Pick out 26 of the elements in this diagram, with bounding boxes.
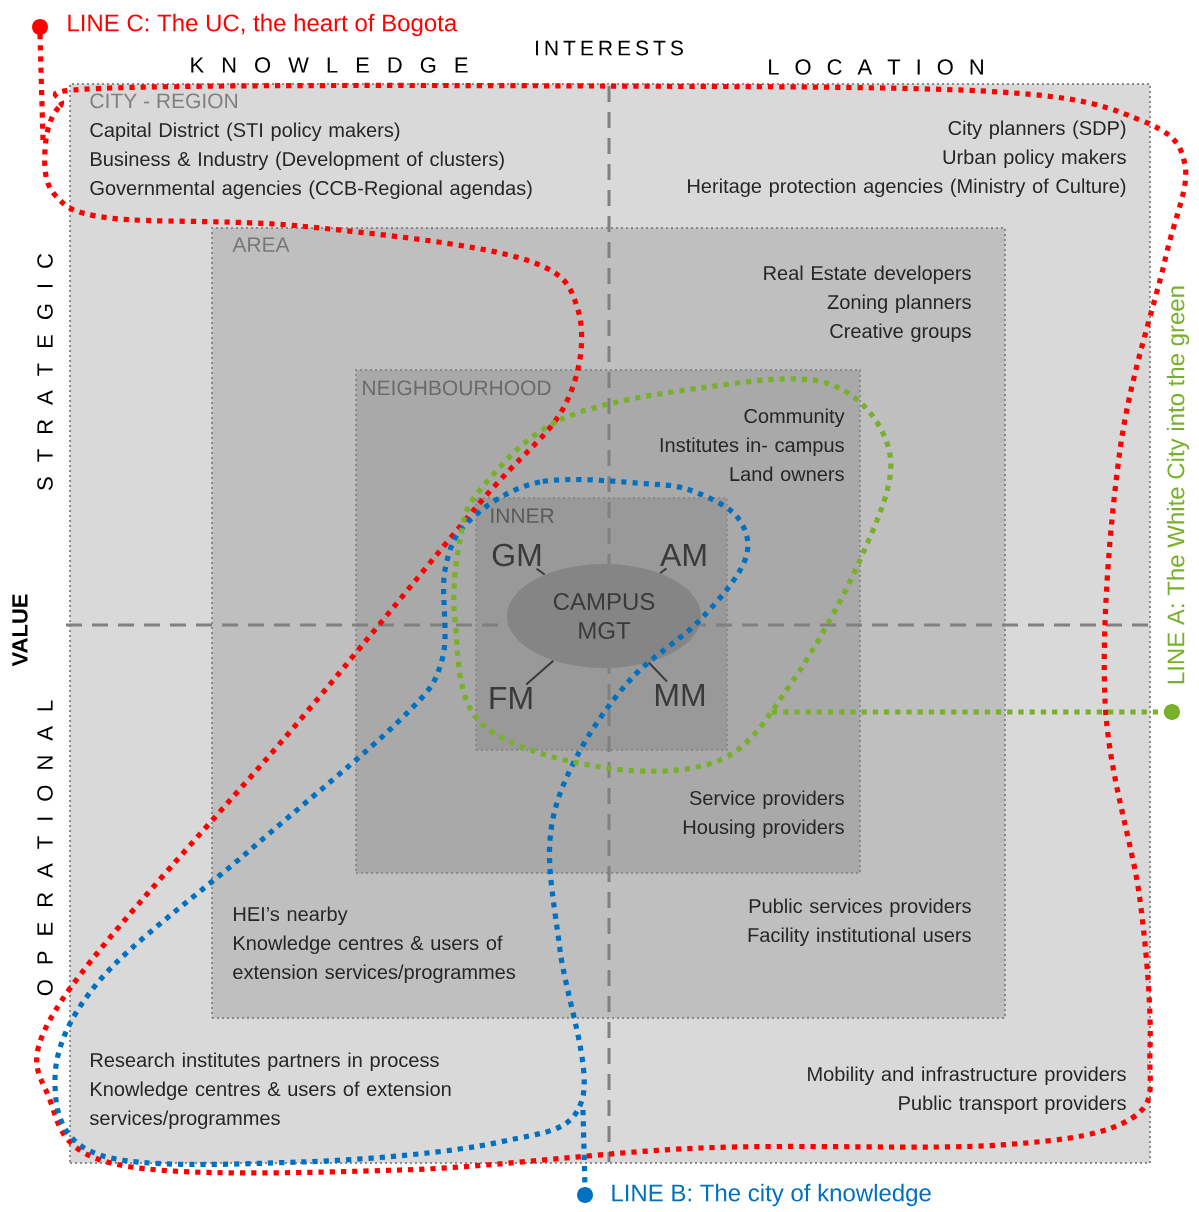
stakeholder-list: Capital District (STI policy makers) Business & Industry (Development of clusters) Governmental agencies (CCB-Regional agendas) (90, 122, 532, 200)
role-label: MM (656, 684, 705, 706)
role-label: GM (492, 543, 541, 567)
axis-label: I N T E R E S T S (536, 40, 683, 56)
role-label: AM (660, 544, 706, 566)
axis-label: O P E R A T I O N A L (37, 700, 53, 996)
axis-label: L O C A T I O N (769, 59, 983, 75)
axis-label: VALUE (12, 594, 28, 667)
tick-line (535, 567, 546, 576)
axis-label: K N O W L E D G E (191, 57, 468, 73)
stakeholder-list: Mobility and infrastructure providers Public transport providers (808, 1066, 1126, 1115)
tick-line (525, 659, 555, 686)
stakeholder-list: Research institutes partners in process Knowledge centres & users of extension services/programmes (89, 1052, 451, 1130)
tick-line (647, 661, 669, 683)
line-label: LINE B: The city of knowledge (612, 1183, 931, 1207)
stakeholder-list: Service providers Housing providers (683, 790, 844, 839)
stakeholder-list: HEI’s nearby Knowledge centres & users of extension services/programmes (233, 906, 516, 984)
stakeholder-list: Public services providers Facility institutional users (748, 898, 971, 947)
line-label: LINE A: The White City into the green (1166, 286, 1190, 684)
stakeholder-list: Real Estate developers Zoning planners Creative groups (764, 265, 971, 343)
line-label: LINE C: The UC, the heart of Bogota (68, 13, 458, 37)
axis-label: S T R A T E G I C (37, 253, 53, 490)
role-label: FM (490, 687, 532, 709)
stakeholder-list: City planners (SDP) Urban policy makers Heritage protection agencies (Ministry of Culture) (688, 120, 1126, 198)
stakeholder-list: Community Institutes in- campus Land owners (660, 408, 845, 482)
tick-line (659, 567, 668, 575)
